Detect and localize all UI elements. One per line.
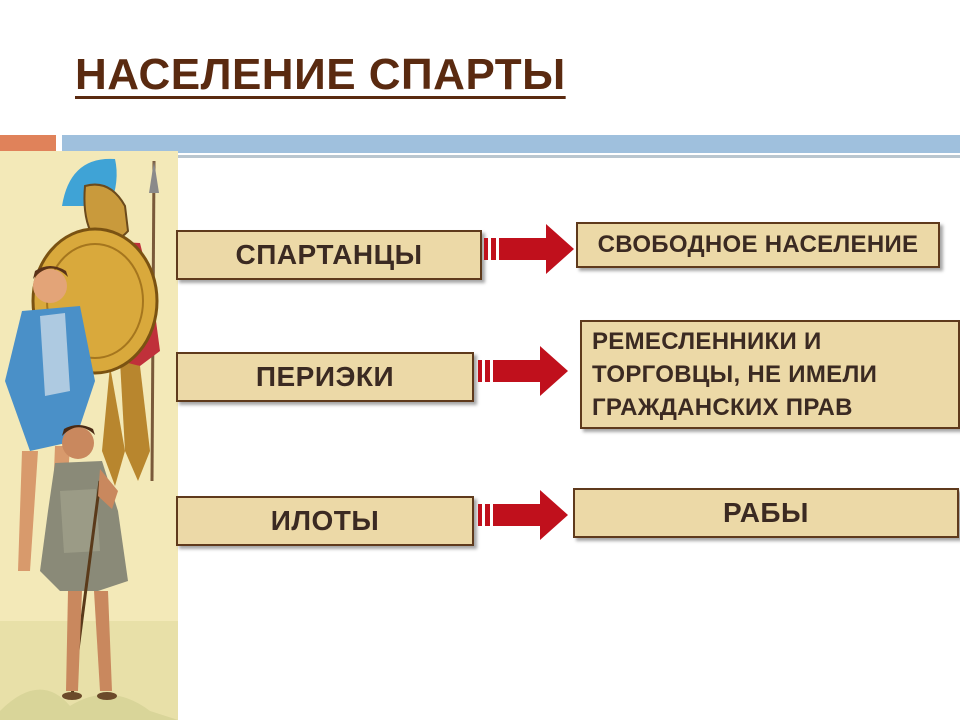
accent-bar-line [62, 155, 960, 158]
accent-bar-orange [0, 135, 56, 153]
description-box-free-population: СВОБОДНОЕ НАСЕЛЕНИЕ [576, 222, 940, 268]
description-box-craftsmen: РЕМЕСЛЕННИКИ И ТОРГОВЦЫ, НЕ ИМЕЛИ ГРАЖДА… [580, 320, 960, 429]
spartans-illustration [0, 151, 178, 720]
arrow-right-icon [484, 224, 574, 274]
group-box-helots: ИЛОТЫ [176, 496, 474, 546]
group-label: ИЛОТЫ [270, 505, 380, 536]
description-text: РАБЫ [723, 497, 809, 528]
slide-title: НАСЕЛЕНИЕ СПАРТЫ [75, 50, 566, 99]
description-box-slaves: РАБЫ [573, 488, 959, 538]
arrow-right-icon [478, 490, 568, 540]
arrow-right-icon [478, 346, 568, 396]
accent-bar-blue [62, 135, 960, 153]
group-box-spartans: СПАРТАНЦЫ [176, 230, 482, 280]
group-label: ПЕРИЭКИ [255, 361, 395, 392]
description-text: РЕМЕСЛЕННИКИ И ТОРГОВЦЫ, НЕ ИМЕЛИ ГРАЖДА… [592, 328, 878, 421]
group-box-perioeci: ПЕРИЭКИ [176, 352, 474, 402]
group-label: СПАРТАНЦЫ [235, 239, 423, 270]
description-text: СВОБОДНОЕ НАСЕЛЕНИЕ [597, 231, 919, 258]
